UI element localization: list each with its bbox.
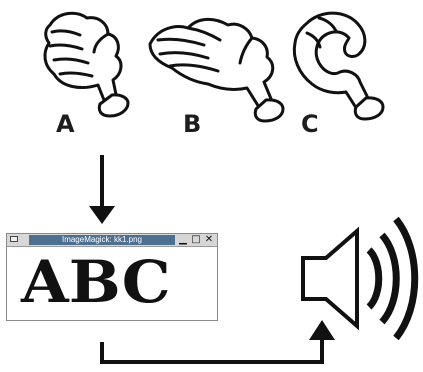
window-image-area: ABC bbox=[7, 247, 217, 320]
maximize-icon[interactable]: □ bbox=[190, 234, 202, 246]
fist-hand-icon bbox=[45, 13, 128, 116]
hand-label-a: A bbox=[56, 112, 75, 136]
window-titlebar[interactable]: ImageMagick: kk1.png ▁ □ ✕ bbox=[7, 234, 217, 247]
close-icon[interactable]: ✕ bbox=[203, 234, 215, 246]
down-arrow bbox=[89, 155, 115, 224]
flat-hand-icon bbox=[150, 19, 283, 121]
displayed-text: ABC bbox=[21, 250, 171, 314]
hand-label-b: B bbox=[183, 112, 201, 136]
speaker-sound-icon bbox=[303, 219, 415, 338]
window-menu-icon[interactable] bbox=[10, 236, 18, 242]
hand-label-c: C bbox=[301, 112, 319, 136]
window-title: ImageMagick: kk1.png bbox=[29, 235, 175, 245]
c-shape-hand-icon bbox=[294, 13, 383, 119]
imagemagick-window: ImageMagick: kk1.png ▁ □ ✕ ABC bbox=[6, 233, 218, 321]
minimize-icon[interactable]: ▁ bbox=[177, 234, 189, 246]
elbow-arrow bbox=[102, 320, 335, 362]
